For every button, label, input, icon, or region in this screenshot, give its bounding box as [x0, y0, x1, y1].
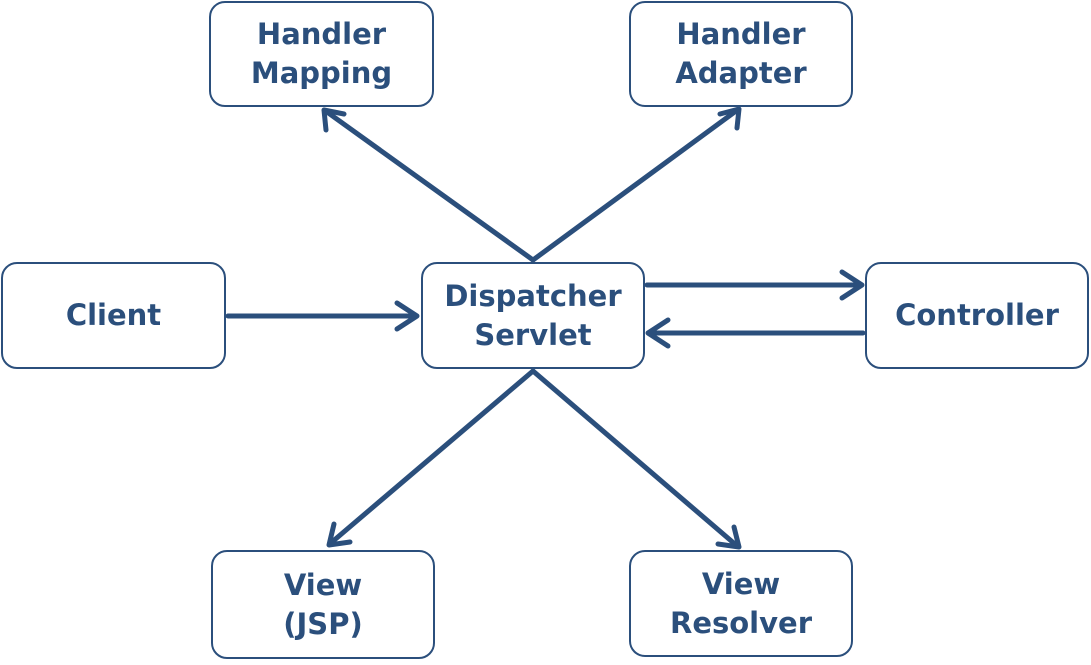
node-handler-mapping: Handler Mapping	[209, 1, 434, 107]
node-label-line1: Controller	[895, 298, 1059, 332]
node-label-line2: (JSP)	[283, 606, 363, 641]
node-controller: Controller	[865, 262, 1089, 369]
node-client: Client	[1, 262, 226, 369]
edge-dispatcher-to-handler-mapping	[321, 107, 536, 263]
node-label-line1: Dispatcher	[444, 278, 622, 313]
edge-dispatcher-to-handler-adapter	[530, 106, 742, 263]
node-label-line2: Mapping	[250, 56, 393, 90]
node-label-line2: Adapter	[675, 56, 807, 90]
edge-dispatcher-to-view-resolver	[530, 368, 742, 550]
edge-client-to-dispatcher	[225, 300, 420, 332]
edge-controller-to-dispatcher	[645, 317, 866, 349]
node-label-line1: Handler	[676, 17, 806, 51]
node-view-jsp: View (JSP)	[211, 550, 435, 659]
node-dispatcher-servlet: Dispatcher Servlet	[421, 262, 645, 369]
node-view-resolver: View Resolver	[629, 550, 853, 657]
edge-dispatcher-to-controller	[644, 269, 865, 301]
node-label-line1: Client	[65, 298, 162, 332]
node-label-line1: Handler	[256, 17, 387, 51]
node-label-line1: View	[283, 567, 363, 602]
node-handler-adapter: Handler Adapter	[629, 1, 853, 107]
node-label-line2: Servlet	[474, 317, 592, 352]
node-label-line2: Resolver	[670, 605, 812, 640]
edge-dispatcher-to-view-jsp	[326, 368, 536, 548]
node-label-line1: View	[701, 566, 781, 601]
